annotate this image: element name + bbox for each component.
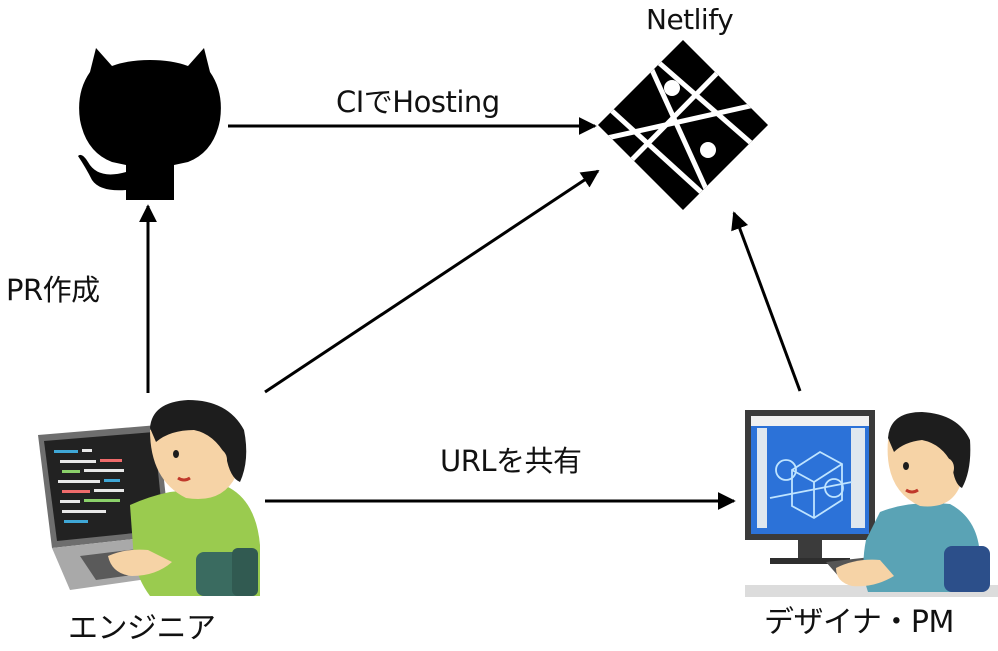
url-share-label: URLを共有 [440,444,582,478]
netlify-logo-icon [598,40,768,210]
arrow-engineer-to-netlify [264,169,600,394]
pr-create-label: PR作成 [6,273,100,307]
github-octocat-icon [78,48,221,200]
ci-hosting-label: CIでHosting [336,85,500,119]
netlify-label: Netlify [646,3,734,36]
engineer-label: エンジニア [68,611,216,646]
engineer-laptop-illustration [38,400,260,596]
designer-pm-label: デザイナ・PM [764,605,954,640]
code-lines [54,449,124,523]
cad-model-icon [769,450,853,520]
arrow-designer-to-netlify [731,211,802,392]
designer-monitor-illustration [745,410,998,597]
